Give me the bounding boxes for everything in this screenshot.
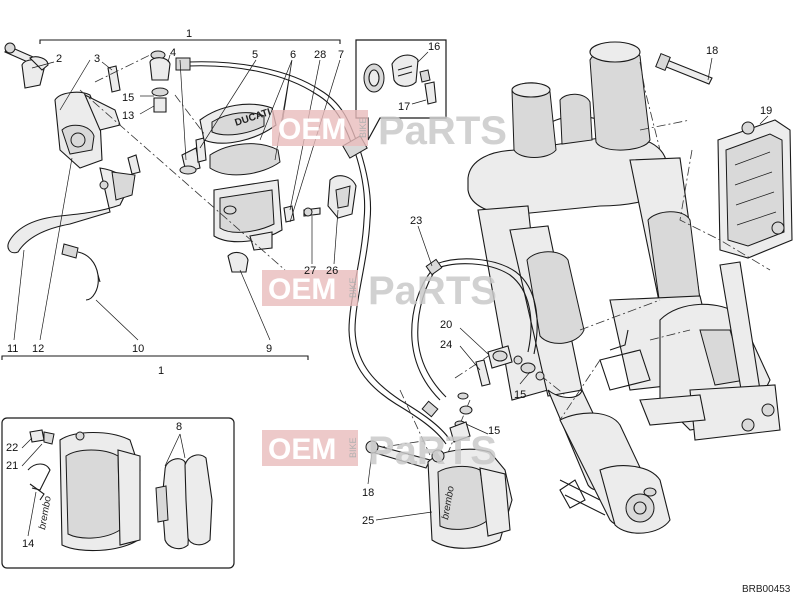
callout-25: 25	[362, 515, 374, 527]
callout-3: 3	[94, 53, 100, 65]
callout-labels: 1 2 3 4 5 6 28 7 15 13 16 17 18 19 23 27…	[6, 28, 772, 550]
watermark-middle: OEM BIKE PaRTS	[262, 269, 497, 313]
callout-12: 12	[32, 343, 44, 355]
watermark-oem-text: OEM	[268, 273, 336, 306]
callout-17: 17	[398, 101, 410, 113]
callout-13: 13	[122, 110, 134, 122]
callout-22: 22	[6, 442, 18, 454]
left-brake-caliper: brembo	[365, 440, 513, 549]
callout-16: 16	[428, 41, 440, 53]
watermark-parts-text: PaRTS	[368, 269, 497, 313]
assembly-brackets	[1, 39, 341, 360]
watermark-upper: OEM BIKE PaRTS	[272, 109, 507, 153]
leader-lines	[13, 51, 769, 537]
caliper-bolt-upper	[655, 52, 713, 85]
callout-1-bottom: 1	[158, 365, 164, 377]
drawing-code: BRB00453	[742, 584, 791, 595]
callout-15-master: 15	[122, 92, 134, 104]
inset-switch-box	[355, 39, 447, 141]
inset-caliper-box: brembo	[1, 417, 235, 569]
callout-15-right: 15	[514, 389, 526, 401]
front-fork-assembly	[467, 41, 781, 534]
banjo-fittings	[449, 345, 545, 443]
callout-7: 7	[338, 49, 344, 61]
callout-11: 11	[7, 343, 18, 355]
callout-18-upper: 18	[706, 45, 718, 57]
callout-5: 5	[252, 49, 258, 61]
callout-27: 27	[304, 265, 316, 277]
callout-24: 24	[440, 339, 452, 351]
callout-6: 6	[290, 49, 296, 61]
callout-10: 10	[132, 343, 144, 355]
watermark-oem-text: OEM	[268, 433, 336, 466]
callout-4: 4	[170, 47, 176, 59]
callout-15-lower: 15	[488, 425, 500, 437]
callout-26: 26	[326, 265, 338, 277]
caliper-brand-label-inset: brembo	[37, 495, 54, 531]
watermark-parts-text: PaRTS	[368, 429, 497, 473]
watermark-bike-text: BIKE	[348, 437, 358, 458]
callout-1-top: 1	[186, 28, 192, 40]
callout-9: 9	[266, 343, 272, 355]
callout-18-lower: 18	[362, 487, 374, 499]
callout-14: 14	[22, 538, 34, 550]
callout-28: 28	[314, 49, 326, 61]
watermark-parts-text: PaRTS	[378, 109, 507, 153]
callout-2: 2	[56, 53, 62, 65]
reference-lines	[79, 54, 771, 461]
callout-20: 20	[440, 319, 452, 331]
watermark-lower: OEM BIKE PaRTS	[262, 429, 497, 473]
callout-8: 8	[176, 421, 182, 433]
callout-21: 21	[6, 460, 18, 472]
watermark-bike-text: BIKE	[358, 117, 368, 138]
watermark-oem-text: OEM	[278, 113, 346, 146]
master-cylinder-assembly: DUCATI	[4, 42, 357, 301]
watermark-bike-text: BIKE	[348, 277, 358, 298]
right-brake-caliper	[717, 119, 793, 259]
callout-19: 19	[760, 105, 772, 117]
callout-23: 23	[410, 215, 422, 227]
